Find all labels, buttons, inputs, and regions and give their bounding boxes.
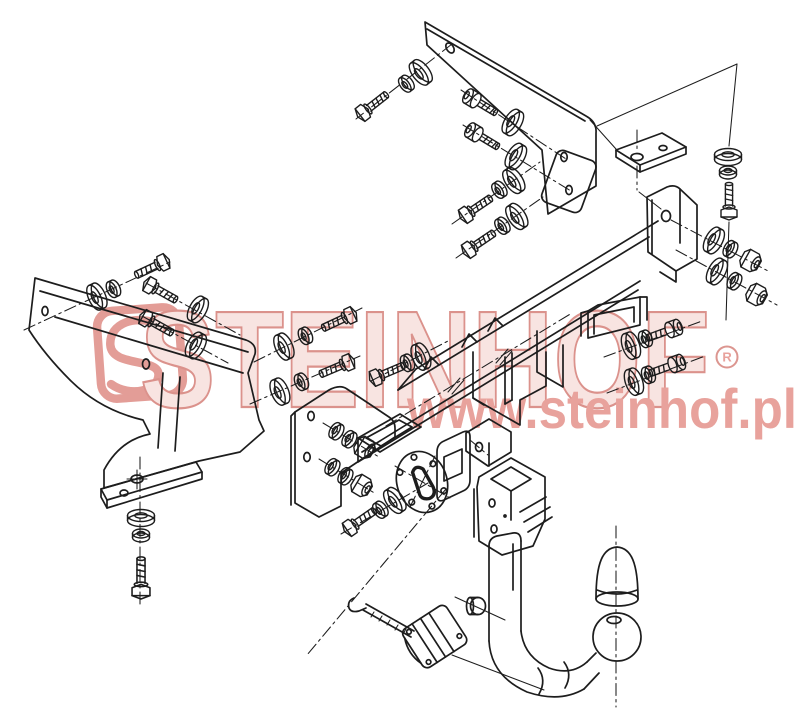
- top-mounting-bracket: [424, 21, 597, 215]
- watermark-brand-text: STEINHOF: [140, 283, 710, 437]
- registered-trademark-icon: R: [715, 345, 739, 369]
- receiver-housing: [473, 457, 553, 556]
- right-vertical-bolt-washer-set: [713, 147, 743, 321]
- small-angle-bracket: [465, 418, 512, 467]
- electrical-socket: [306, 488, 545, 691]
- right-nut-rows: [670, 219, 778, 309]
- main-crossbeam: [357, 220, 659, 463]
- line-drawing: [23, 21, 778, 708]
- top-bracket-fasteners: [352, 43, 572, 261]
- left-bracket-fasteners: [23, 251, 449, 409]
- watermark: STEINHOF R www.steinhof.pl: [92, 282, 797, 440]
- channel-bracket-bolts: [603, 317, 706, 398]
- right-end-plate: [646, 185, 698, 283]
- flange-backing-plate: [436, 430, 471, 502]
- ball-cover-cap: [595, 546, 639, 607]
- center-plate-stud-rows: [318, 419, 429, 539]
- left-foot-strap: [100, 456, 203, 605]
- top-right-mounting-plate: [589, 63, 738, 210]
- strap-vertical-bolt-set: [126, 508, 156, 600]
- center-end-plate: [290, 385, 396, 518]
- beam-channel-bracket: [580, 296, 648, 339]
- left-mounting-bracket: [28, 277, 265, 489]
- svg-text:R: R: [722, 350, 732, 365]
- steinhof-s-logo-icon: [92, 303, 188, 403]
- stepped-hanger-plates: [472, 330, 564, 426]
- swan-neck-tow-ball: [454, 525, 642, 708]
- flange-disc: [394, 450, 451, 514]
